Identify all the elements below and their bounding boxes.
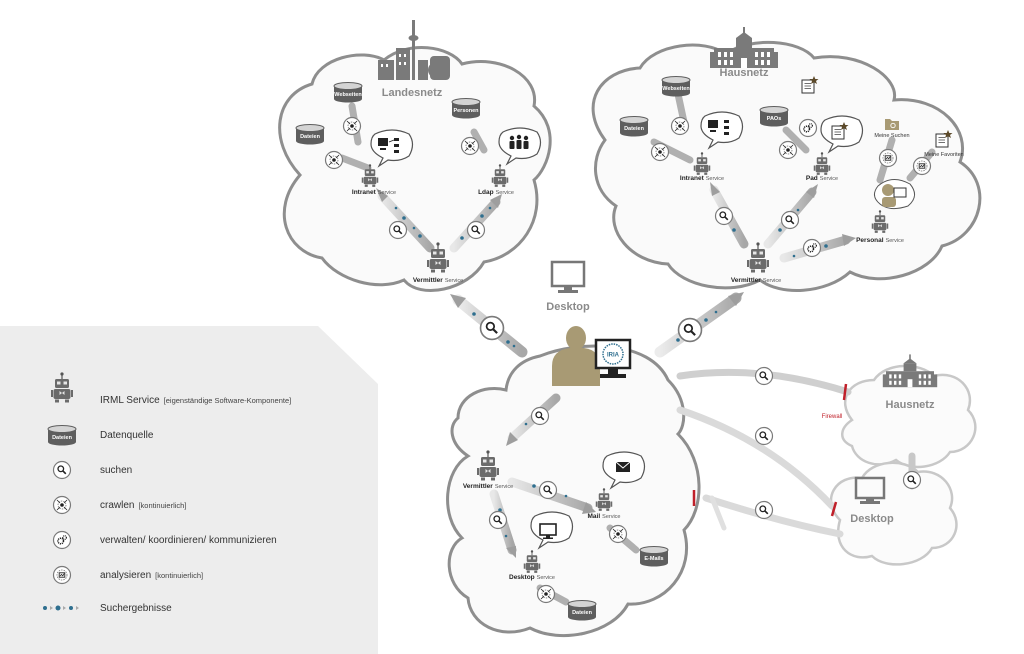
crawl-badge-personen	[460, 136, 480, 156]
analyze-badge-suchen	[878, 148, 898, 168]
legend-datasource: Datenquelle	[100, 430, 154, 441]
legend: IRML Service[eigenständige Software-Komp…	[43, 371, 291, 614]
cloud-desktop-center	[446, 344, 701, 637]
legend-panel	[0, 326, 378, 654]
crawl-badge-webseiten-hausnetz	[670, 116, 690, 136]
legend-search: suchen	[100, 465, 132, 476]
desktop-title-right: Desktop	[850, 513, 894, 525]
landesnetz-title: Landesnetz	[382, 87, 443, 99]
legend-results: Suchergebnisse	[100, 603, 172, 614]
search-badge-pad	[780, 210, 800, 230]
dateien-label-desktop: Dateien	[572, 610, 593, 616]
org-chart-icon	[378, 138, 399, 153]
hausnetz-title-top: Hausnetz	[720, 67, 769, 79]
analyze-badge-favoriten	[912, 156, 932, 176]
search-badge-center-down	[530, 406, 550, 426]
user-avatar-personal	[882, 184, 894, 196]
crawl-badge-emails	[608, 524, 628, 544]
search-badge-mail	[538, 480, 558, 500]
desktop-monitor-icon	[550, 260, 586, 293]
user-at-desktop-icon: IRIA	[552, 326, 632, 386]
legend-results-dots-icon	[43, 605, 79, 611]
meine-suchen-label: Meine Suchen	[874, 133, 909, 139]
people-icon	[509, 134, 529, 149]
firewall-label: Firewall	[822, 414, 843, 420]
search-badge-hausnetz-main	[677, 317, 703, 343]
crawl-badge-dateien-desktop	[536, 584, 556, 604]
search-badge-intranet-hausnetz	[714, 206, 734, 226]
search-badge-landesnetz-main	[479, 315, 505, 341]
desktop-title-center: Desktop	[546, 301, 590, 313]
webseiten-label-hausnetz: Webseiten	[662, 86, 690, 92]
meine-favoriten-label: Meine Favoriten	[924, 152, 963, 158]
legend-analyze-icon	[52, 565, 72, 585]
hausnetz-title-right: Hausnetz	[886, 399, 935, 411]
legend-crawl-icon	[52, 495, 72, 515]
search-badge-from-desktop-right	[754, 500, 774, 520]
dateien-label-hausnetz: Dateien	[624, 126, 645, 132]
legend-analyze: analysieren[kontinuierlich]	[100, 570, 203, 581]
org-chart-icon-hausnetz	[708, 120, 729, 135]
search-badge-desktop-to-hausnetz	[902, 470, 922, 490]
crawl-badge-dateien-landesnetz	[324, 150, 344, 170]
crawl-badge-dateien-hausnetz	[650, 142, 670, 162]
legend-service: IRML Service[eigenständige Software-Komp…	[100, 395, 291, 406]
iria-badge: IRIA	[607, 353, 620, 359]
search-badge-intranet	[388, 220, 408, 240]
desktop-right-monitor-icon	[854, 476, 886, 504]
search-badge-ldap	[466, 220, 486, 240]
search-badge-to-desktop-right	[754, 426, 774, 446]
search-badge-desktop	[488, 510, 508, 530]
envelope-icon	[615, 461, 631, 472]
dateien-label-landesnetz: Dateien	[300, 134, 321, 140]
crawl-badge-paos	[778, 140, 798, 160]
webseiten-label-landesnetz: Webseiten	[334, 92, 362, 98]
personen-label: Personen	[453, 108, 479, 114]
manage-badge-pad	[798, 118, 818, 138]
cloud-landesnetz	[278, 46, 552, 292]
emails-label: E-Mails	[644, 556, 663, 562]
cloud-hausnetz-right	[841, 364, 977, 469]
connector-arrows	[338, 90, 936, 606]
legend-manage-icon	[52, 530, 72, 550]
legend-manage: verwalten/ koordinieren/ kommunizieren	[100, 535, 277, 546]
legend-crawl: crawlen[kontinuierlich]	[100, 500, 186, 511]
legend-datasource-icon-label: Dateien	[52, 435, 73, 441]
firewall-markers	[692, 383, 848, 517]
paos-label: PAOs	[767, 116, 782, 122]
crawl-badge-webseiten-landesnetz	[342, 116, 362, 136]
search-badge-to-hausnetz-right	[754, 366, 774, 386]
manage-badge-personal	[802, 238, 822, 258]
legend-search-icon	[52, 460, 72, 480]
